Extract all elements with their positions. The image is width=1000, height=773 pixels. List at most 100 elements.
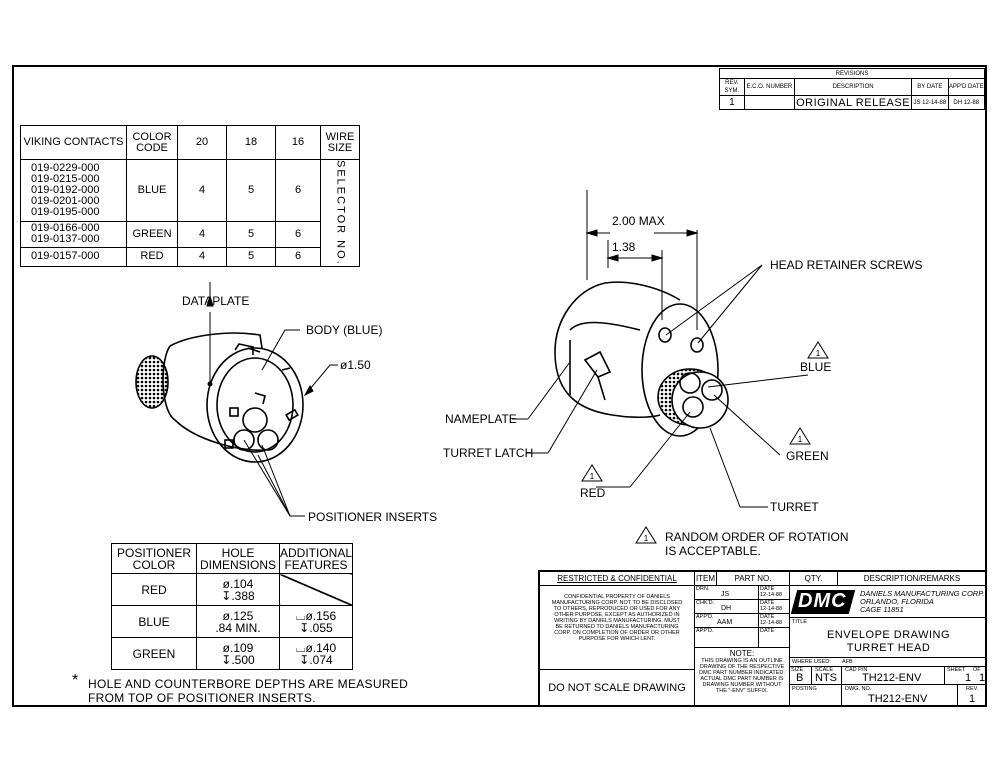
hole-dim: ø.104 — [222, 576, 254, 591]
right-leaders — [512, 264, 809, 508]
qty-header: QTY. — [790, 572, 838, 586]
table-row: RED ø.104↧.388 — [111, 573, 353, 606]
drn-cell: DRN. JS — [695, 586, 759, 600]
value-cell: 5 — [226, 159, 276, 222]
hole-dims: ø.125.84 MIN. — [196, 605, 280, 638]
right-body — [554, 281, 719, 437]
note-number: 1 — [644, 534, 649, 543]
table-row: 019-0166-000 019-0137-000 GREEN 4 5 6 — [20, 220, 360, 249]
left-knurl-rear — [135, 355, 169, 409]
hole-depth: ↧.388 — [221, 588, 255, 603]
contact-number: 019-0215-000 — [31, 172, 100, 185]
turret-label: TURRET — [770, 500, 819, 514]
dim-max-label: 2.00 MAX — [612, 214, 665, 228]
viking-contacts-header: VIKING CONTACTS — [20, 125, 127, 160]
contact-number: 019-0192-000 — [31, 183, 100, 196]
dwg-value: TH212-ENV — [868, 693, 928, 705]
chkd-label: CHK'D. — [696, 600, 715, 606]
note-number: 1 — [816, 349, 821, 358]
where-used-cell: WHERE USED: AFB — [790, 658, 987, 667]
features-cell: ⌴ø.140↧.074 — [279, 637, 353, 670]
dwg-label: DWG. NO. — [845, 686, 872, 692]
positioner-table: POSITIONER COLOR HOLE DIMENSIONS ADDITIO… — [111, 543, 353, 670]
note-text: THIS DRAWING IS AN OUTLINE DRAWING OF TH… — [699, 658, 785, 694]
sheet-label: SHEET — [947, 667, 966, 673]
dim-138-label: 1.38 — [612, 240, 636, 254]
diameter-label: ø1.50 — [340, 358, 371, 372]
of-value: 1 — [979, 672, 986, 684]
confidential-text: CONFIDENTIAL PROPERTY OF DANIELS MANUFAC… — [540, 586, 695, 670]
hole-dim: ø.125 — [222, 608, 254, 623]
footnote-line-1: HOLE AND COUNTERBORE DEPTHS ARE MEASURED — [88, 677, 409, 691]
wire-size-header: WIRE SIZE — [320, 125, 360, 160]
wire-18-header: 18 — [226, 125, 276, 160]
note-cell: NOTE: THIS DRAWING IS AN OUTLINE DRAWING… — [695, 648, 790, 707]
contact-number: 019-0157-000 — [31, 250, 100, 263]
red-label: RED — [580, 486, 606, 500]
head-screws-label: HEAD RETAINER SCREWS — [770, 258, 922, 272]
note-line-1: RANDOM ORDER OF ROTATION — [665, 530, 849, 544]
drn-by: JS — [721, 591, 730, 598]
company-info: DANIELS MANUFACTURING CORP. ORLANDO, FLO… — [860, 590, 984, 614]
desc-remarks-header: DESCRIPTION/REMARKS — [838, 572, 987, 586]
title-cell: TITLE ENVELOPE DRAWING TURRET HEAD — [790, 618, 987, 658]
appd2-cell: APP'D. — [695, 628, 759, 648]
contact-number: 019-0229-000 — [31, 161, 100, 174]
scale-cell: SCALE NTS — [812, 667, 842, 685]
contact-number: 019-0195-000 — [31, 205, 100, 218]
date-label: DATE — [760, 600, 775, 606]
additional-features-header: ADDITIONAL FEATURES — [279, 543, 353, 574]
date-label: DATE — [760, 614, 775, 620]
note-title: NOTE: — [729, 649, 755, 658]
table-row: 019-0157-000 RED 4 5 6 — [20, 247, 360, 267]
positioner-color: BLUE — [111, 605, 197, 638]
note-number: 1 — [590, 472, 595, 481]
size-label: SIZE — [791, 667, 804, 673]
positioner-color: GREEN — [111, 637, 197, 670]
chkd-cell: CHK'D. DH — [695, 600, 759, 614]
hole-depth: ↧.500 — [221, 652, 255, 667]
footnote-line-2: FROM TOP OF POSITIONER INSERTS. — [88, 691, 316, 705]
dmc-logo: DMC — [798, 590, 847, 612]
appd2-label: APP'D. — [696, 628, 714, 634]
rev-value: 1 — [969, 693, 976, 705]
note-line-2: IS ACCEPTABLE. — [665, 544, 761, 558]
rev-label: REV. — [966, 686, 979, 692]
selector-cell: SELECTOR NO. — [320, 159, 360, 267]
appd-cell: APP'D. AAM — [695, 614, 759, 628]
date-label: DATE — [760, 586, 775, 592]
title-block: RESTRICTED & CONFIDENTIAL CONFIDENTIAL P… — [538, 570, 987, 707]
feature: ⌴ø.140 — [295, 640, 337, 655]
where-used-value: AFB — [842, 659, 853, 665]
turret-latch-label: TURRET LATCH — [443, 446, 533, 460]
positioner-inserts-label: POSITIONER INSERTS — [308, 510, 437, 524]
cad-value: TH212-ENV — [862, 672, 922, 684]
title-line-1: ENVELOPE DRAWING — [826, 629, 951, 641]
date-cell: DATE — [759, 628, 790, 648]
size-cell: SIZE B — [790, 667, 812, 685]
appd-label: APP'D. — [696, 614, 714, 620]
table-row: 019-0229-000 019-0215-000 019-0192-000 0… — [20, 159, 360, 267]
cad-label: CAD P/N — [845, 667, 868, 673]
footnote-mark: * — [72, 672, 79, 689]
scale-label: SCALE — [815, 667, 834, 673]
rev-appd: DH 12-88 — [947, 95, 986, 110]
company-cage: CAGE 11851 — [860, 605, 904, 614]
table-row: GREEN ø.109↧.500 ⌴ø.140↧.074 — [111, 637, 353, 670]
contact-number: 019-0166-000 — [31, 222, 100, 235]
title-line-2: TURRET HEAD — [846, 642, 931, 654]
part-no-header: PART NO. — [717, 572, 790, 586]
positioner-color-header: POSITIONER COLOR — [111, 543, 197, 574]
cad-cell: CAD P/N TH212-ENV — [842, 667, 945, 685]
table-row: BLUE ø.125.84 MIN. ⌴ø.156↧.055 — [111, 605, 353, 638]
viking-contacts-table: VIKING CONTACTS COLOR CODE 20 18 16 WIRE… — [20, 125, 360, 267]
hole-dim: ø.109 — [222, 640, 254, 655]
revisions-table: REVISIONS REV. SYM. E.C.O. NUMBER DESCRI… — [719, 68, 986, 110]
hole-depth: .84 MIN. — [215, 620, 261, 635]
note-number: 1 — [798, 435, 803, 444]
value-cell: 6 — [275, 247, 321, 267]
value-cell: 6 — [275, 159, 321, 222]
body-label: BODY (BLUE) — [306, 323, 382, 337]
restricted-label: RESTRICTED & CONFIDENTIAL — [540, 572, 695, 586]
